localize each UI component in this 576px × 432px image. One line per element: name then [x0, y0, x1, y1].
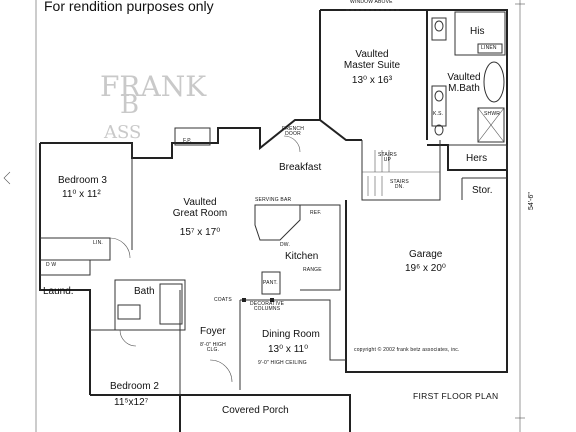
bedroom3-south-wall [40, 237, 111, 261]
linen-shelf [477, 43, 503, 54]
dishwasher-note: DW. [280, 242, 291, 248]
garage-dimensions: 19⁶ x 20⁰ [405, 263, 446, 274]
watermark-line: B [120, 90, 140, 120]
dining-room-name: Dining Room [262, 329, 320, 340]
fireplace-note: F.P. [183, 138, 192, 144]
sink-2 [434, 90, 444, 102]
great-room-name: Vaulted Great Room [172, 197, 228, 219]
bath-name: Bath [134, 286, 155, 297]
master-suite-name: Vaulted Master Suite [343, 49, 401, 71]
bathtub [483, 61, 505, 103]
laundry-walls [40, 259, 91, 276]
plan-title: FIRST FLOOR PLAN [413, 391, 499, 401]
dining-walls [240, 299, 346, 361]
porch-frame [180, 394, 351, 432]
door-swing [283, 135, 301, 153]
storage-name: Stor. [472, 185, 493, 196]
stairs-down-note: STAIRS DN. [390, 179, 409, 191]
copyright-note: copyright © 2002 frank betz associates, … [354, 347, 460, 353]
dining-ceiling-note: 9'-0" HIGH CEILING [258, 360, 307, 366]
north-wall [40, 119, 320, 159]
shower-diagonal-2 [477, 107, 505, 143]
door-swing [109, 237, 131, 259]
garage-walls [345, 170, 508, 373]
hall-linen-note: LIN. [93, 240, 103, 246]
range-note: RANGE [303, 267, 322, 273]
kitchen-name: Kitchen [285, 251, 319, 262]
rendition-notice: For rendition purposes only [44, 0, 214, 14]
hers-closet-name: Hers [466, 153, 488, 164]
window-above-note: WINDOW ABOVE [350, 0, 393, 5]
kitchen-island [254, 204, 301, 241]
dimension-arrow-mark [3, 171, 11, 185]
fireplace [174, 127, 211, 146]
vanity-bottom [431, 85, 447, 127]
sink-1 [434, 20, 444, 32]
bath-vanity [117, 304, 141, 320]
bedroom2-name: Bedroom 2 [110, 381, 159, 392]
foyer-name: Foyer [200, 326, 226, 337]
bedroom3-dimensions: 11⁰ x 11² [62, 189, 101, 200]
kitchen-counter [300, 204, 341, 291]
stairs-up-note: STAIRS UP [378, 152, 397, 164]
watermark-line: FRANK [100, 70, 207, 103]
coats-note: COATS [214, 297, 232, 303]
laundry-name: Laund. [43, 286, 74, 297]
master-bath-name: Vaulted M.Bath [447, 72, 481, 94]
covered-porch-name: Covered Porch [222, 405, 289, 416]
west-wall [39, 143, 91, 395]
serving-bar-note: SERVING BAR [255, 197, 292, 203]
french-door-note: FRENCH DOOR [282, 126, 305, 138]
great-room-dimensions: 15⁷ x 17⁰ [179, 227, 221, 238]
foyer-ceiling-note: 8'-0" HIGH CLG. [200, 342, 226, 354]
stairs-outline [361, 140, 441, 201]
master-bath-walls [427, 9, 508, 171]
knee-space-note: K.S. [433, 111, 444, 117]
pantry [261, 271, 281, 295]
column-1 [242, 298, 246, 302]
bedroom3-name: Bedroom 3 [58, 175, 107, 186]
bedroom2-dimensions: 11⁵x12⁷ [114, 397, 149, 408]
breakfast-name: Breakfast [279, 162, 322, 173]
dining-room-dimensions: 13⁰ x 11⁰ [268, 344, 309, 355]
master-linen-note: LINEN [481, 45, 497, 51]
bath-tub [159, 283, 183, 325]
column-2 [270, 298, 274, 302]
shower-stall [477, 107, 505, 143]
vanity-top [431, 17, 447, 41]
his-closet-outline [454, 11, 506, 56]
door-swing [119, 329, 137, 347]
shower-note: SHWR [484, 111, 501, 117]
overall-depth-dimension: 54'-6" [528, 192, 535, 210]
refrigerator-note: REF. [310, 210, 322, 216]
washer-dryer-note: D W [46, 262, 57, 268]
bath-walls [114, 279, 186, 331]
his-closet-name: His [470, 26, 485, 37]
master-suite-dimensions: 13⁰ x 16³ [351, 75, 393, 86]
master-suite-west-wall [319, 10, 362, 141]
garage-name: Garage [409, 249, 443, 260]
door-swing [209, 359, 233, 383]
hers-closet-outline [448, 144, 508, 170]
toilet [434, 124, 444, 136]
pantry-note: PANT. [263, 280, 278, 286]
watermark-line: ASS [104, 122, 142, 143]
decorative-columns-note: DECORATIVE COLUMNS [250, 301, 285, 313]
